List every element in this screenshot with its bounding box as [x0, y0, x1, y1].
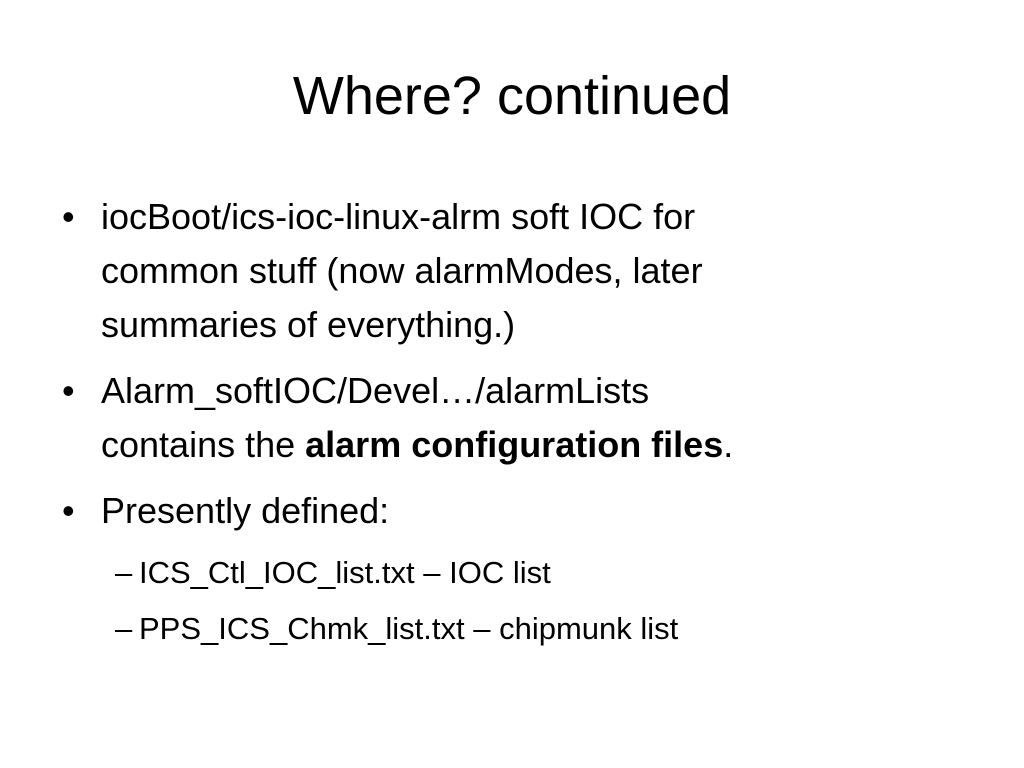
- sub-bullet-marker: –: [115, 611, 133, 646]
- sub-item-ioc-list: – ICS_Ctl_IOC_list.txt – IOC list: [115, 545, 956, 601]
- sub-bullet-marker: –: [115, 555, 133, 590]
- bullet-item-ioc-boot: • iocBoot/ics-ioc-linux-alrm soft IOC fo…: [56, 190, 956, 352]
- slide-title: Where? continued: [292, 66, 732, 126]
- bullet-line: Presently defined:: [101, 490, 390, 531]
- bullet-text: Alarm_softIOC/Devel…/alarmLists contains…: [101, 364, 956, 472]
- bullet-line: iocBoot/ics-ioc-linux-alrm soft IOC for: [101, 196, 696, 237]
- bullet-text-bold: alarm configuration files: [305, 424, 724, 465]
- bullet-text-suffix: .: [723, 424, 734, 465]
- bullet-line: common stuff (now alarmModes, later: [101, 250, 703, 291]
- bullet-text: iocBoot/ics-ioc-linux-alrm soft IOC for …: [101, 190, 956, 352]
- bullet-list: • iocBoot/ics-ioc-linux-alrm soft IOC fo…: [56, 190, 956, 550]
- bullet-marker: •: [62, 370, 75, 411]
- sub-bullet-list: – ICS_Ctl_IOC_list.txt – IOC list – PPS_…: [56, 545, 956, 657]
- sub-item-text: PPS_ICS_Chmk_list.txt – chipmunk list: [139, 611, 679, 646]
- bullet-item-alarm-lists: • Alarm_softIOC/Devel…/alarmLists contai…: [56, 364, 956, 472]
- bullet-line: contains the alarm configuration files.: [101, 418, 956, 472]
- bullet-marker: •: [62, 196, 75, 237]
- bullet-text: Presently defined:: [101, 484, 956, 538]
- bullet-item-presently-defined: • Presently defined:: [56, 484, 956, 538]
- sub-item-chipmunk-list: – PPS_ICS_Chmk_list.txt – chipmunk list: [115, 601, 956, 657]
- bullet-text-prefix: contains the: [101, 424, 306, 465]
- bullet-line: Alarm_softIOC/Devel…/alarmLists: [101, 370, 650, 411]
- bullet-line: summaries of everything.): [101, 304, 516, 345]
- sub-item-text: ICS_Ctl_IOC_list.txt – IOC list: [139, 555, 551, 590]
- bullet-marker: •: [62, 490, 75, 531]
